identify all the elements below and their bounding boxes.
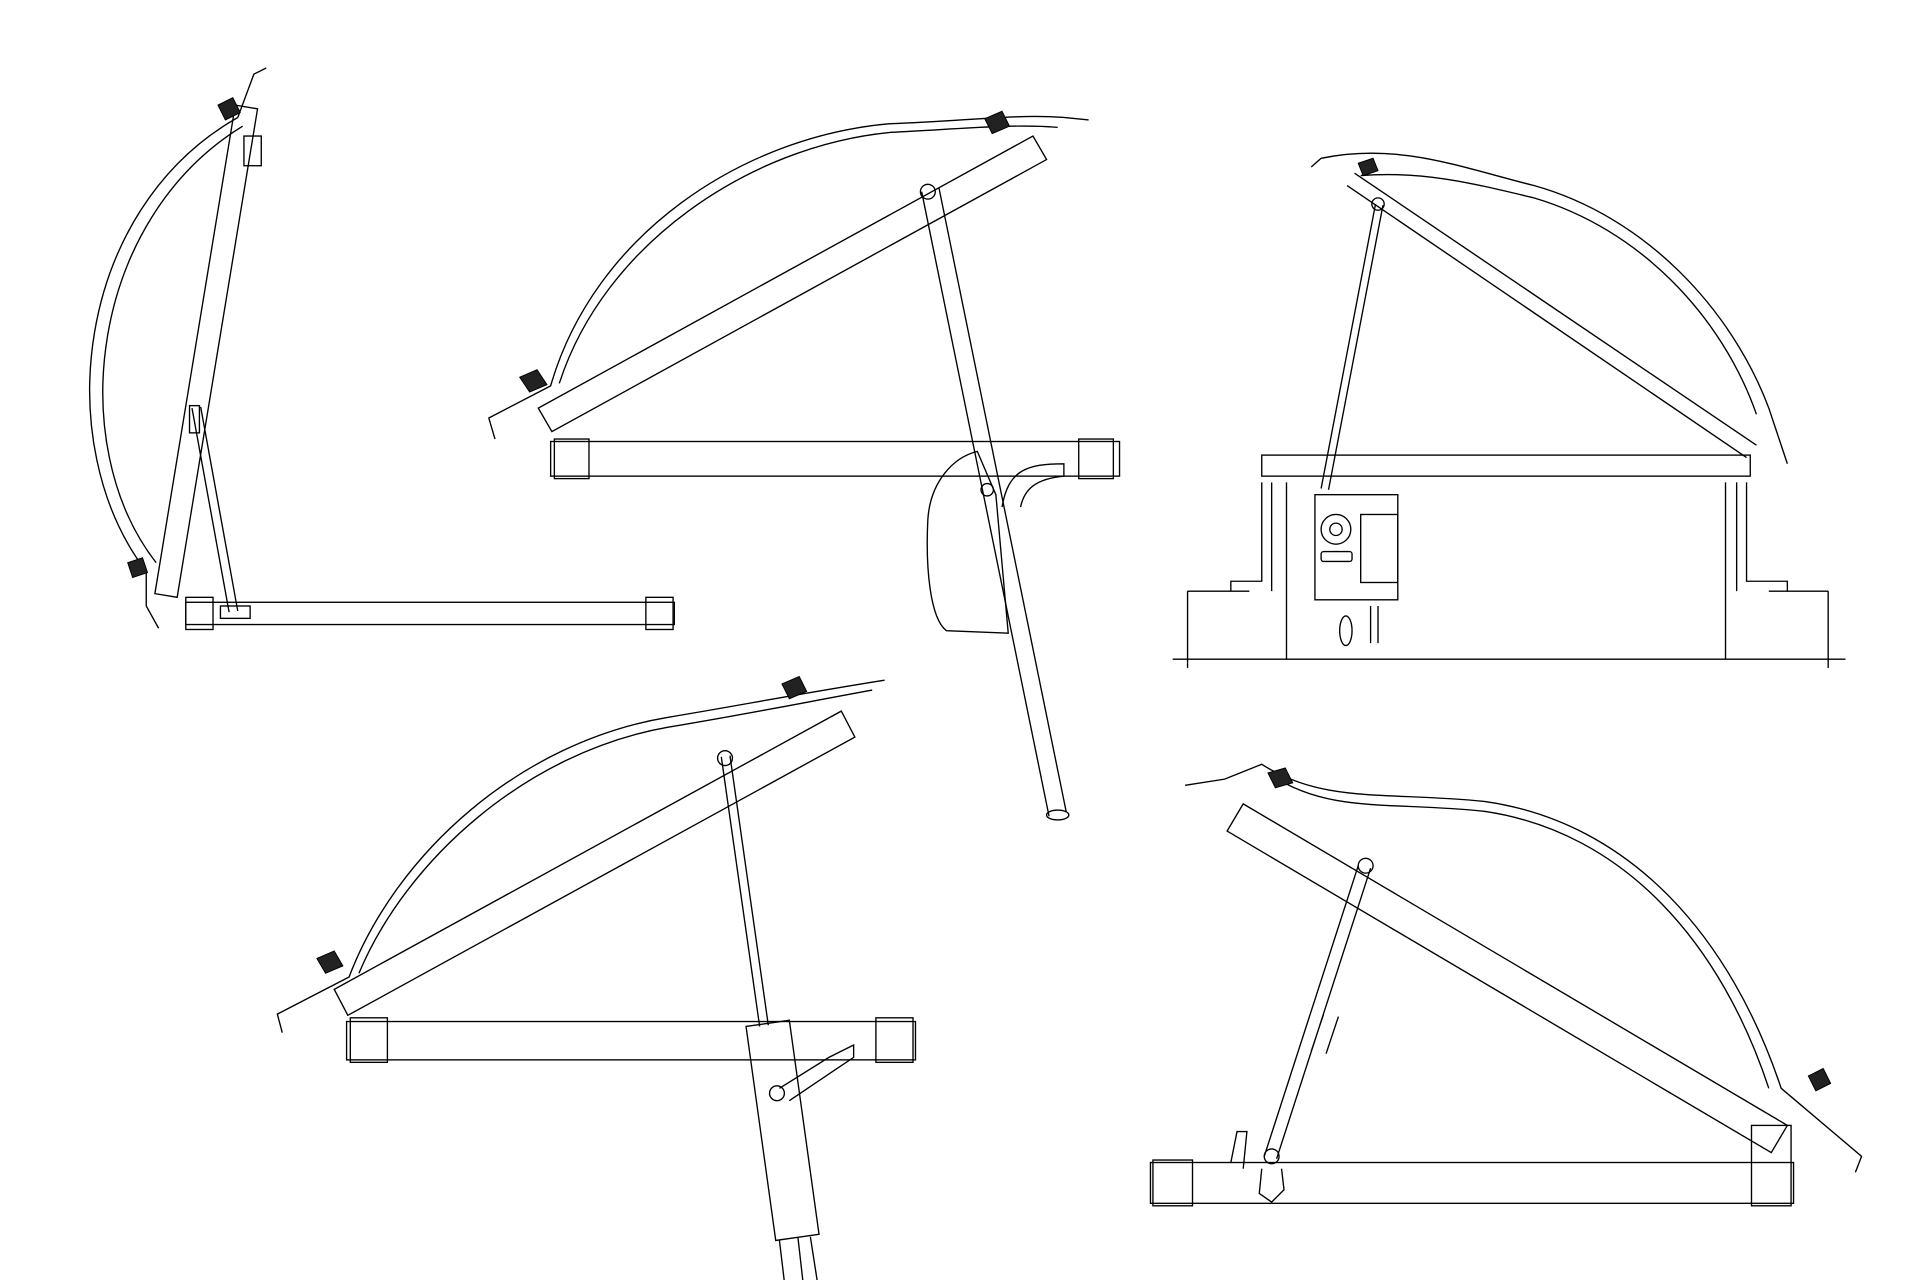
seal-block [127, 557, 149, 579]
panel-hatch-open-cylinder [276, 675, 917, 1280]
motor-panel [1360, 513, 1399, 584]
arm-pivot [1371, 197, 1385, 211]
panel-hatch-electric-opener [1172, 152, 1846, 668]
dome-inner [1271, 774, 1770, 1089]
motor-eye-bolt [1338, 615, 1353, 647]
frame-bracket [875, 1017, 914, 1064]
strut-pivot [1263, 1148, 1280, 1165]
seal-block [217, 97, 241, 121]
sash-bar [1346, 172, 1757, 459]
seal-block [1357, 157, 1379, 177]
crank-arm [1001, 463, 1065, 508]
hinge-plate [243, 135, 262, 167]
motor-housing [1314, 494, 1399, 601]
strut-end [1045, 809, 1070, 821]
bracket-pivot [768, 1085, 786, 1102]
dome-outer [89, 116, 239, 572]
gas-strut [191, 406, 239, 613]
motor-logo [1320, 550, 1353, 563]
ground-line [1172, 482, 1846, 668]
dome-outer [488, 115, 1089, 440]
seal-block [518, 369, 548, 393]
strut-tube [920, 187, 1068, 817]
frame-bracket [1152, 1159, 1194, 1207]
telescopic-strut [1263, 865, 1372, 1160]
piston-rod [720, 755, 769, 1027]
crank-bag [926, 450, 1009, 634]
sash-bar [1226, 802, 1789, 1154]
strut-mount [188, 404, 201, 434]
seal-block [781, 675, 808, 700]
seal-block [1267, 767, 1294, 789]
sash-bar [333, 710, 856, 1017]
seal-block [984, 110, 1011, 135]
seal-block [316, 950, 344, 974]
frame-bracket [349, 1017, 389, 1064]
panel-hatch-open-telescopic [1149, 763, 1863, 1207]
frame-bar [185, 601, 675, 626]
hinge-clamp [1230, 1130, 1248, 1169]
dome-outer [276, 679, 885, 1033]
frame-bracket [185, 596, 214, 631]
strut-pivot [919, 183, 936, 200]
frame-bracket [645, 596, 674, 631]
release-latch [1258, 1168, 1285, 1203]
motor-gear [1320, 513, 1352, 545]
curb-bracket-right [1735, 482, 1789, 592]
frame-bracket [1078, 438, 1115, 480]
chain-arm [1320, 203, 1384, 490]
dome-inner [102, 125, 244, 564]
strut-mount [219, 605, 251, 620]
motor-gear-hub [1329, 522, 1343, 537]
frame-bar [1149, 1161, 1795, 1205]
frame-bar [549, 440, 1121, 477]
crank-knob [980, 482, 995, 497]
rod-pivot [716, 750, 734, 767]
dome-flange [145, 67, 267, 629]
dome-outer [1310, 152, 1789, 464]
frame-bracket [553, 438, 590, 480]
seal-block [1807, 1067, 1832, 1092]
dome-inner [358, 689, 873, 974]
panel-hatch-open-vertical [89, 67, 675, 631]
strut-pivot [1357, 857, 1374, 874]
cylinder-hoses [778, 1236, 818, 1280]
dome-outer [1184, 763, 1863, 1173]
frame-bar [345, 1020, 917, 1061]
dome-inner [558, 125, 1058, 384]
dome-inner [1360, 173, 1758, 415]
frame-bar [1261, 454, 1751, 477]
cylinder-body [745, 1019, 820, 1242]
sash-bar [537, 135, 1048, 433]
panel-hatch-open-manual [488, 110, 1121, 821]
curb-bracket-left [1230, 482, 1273, 592]
bracket-arm [779, 1043, 855, 1102]
motor-cable [1369, 605, 1379, 644]
frame-bracket [1750, 1124, 1792, 1207]
sash-bar [154, 104, 259, 599]
